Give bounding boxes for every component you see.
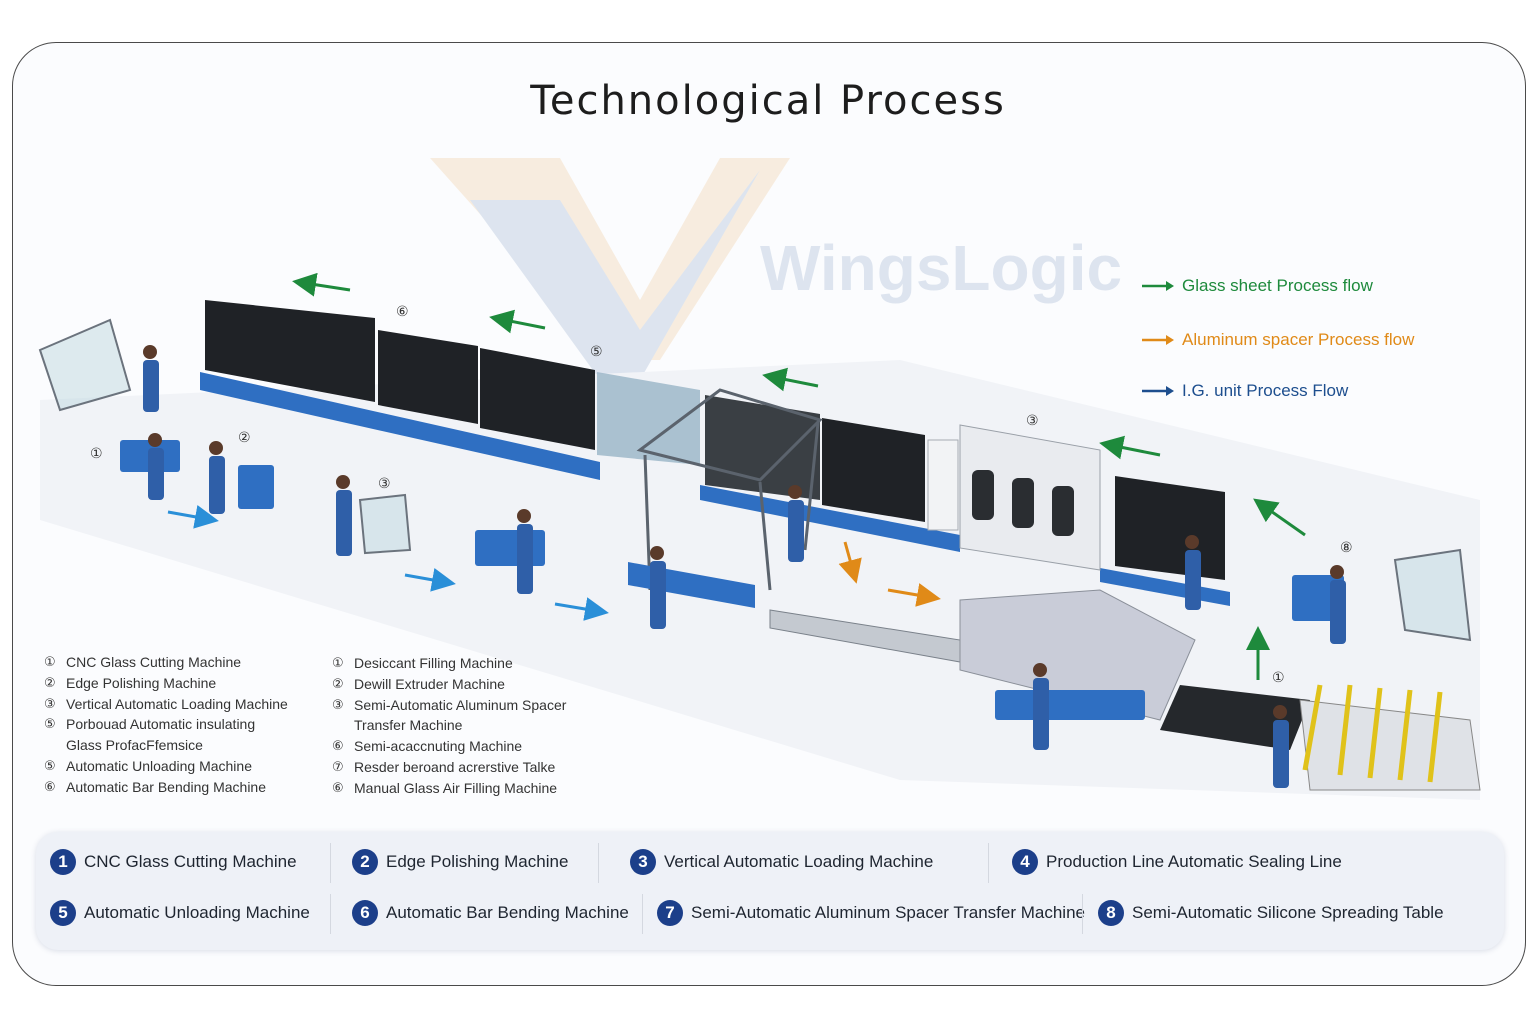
machine-item-2: 2 Edge Polishing Machine: [352, 849, 568, 875]
machine-label: Semi-Automatic Silicone Spreading Table: [1132, 903, 1444, 922]
worker: [517, 509, 533, 594]
worker: [148, 433, 164, 500]
flow-arrows: [167, 272, 1306, 680]
number-badge: 5: [50, 900, 76, 926]
glass-flow-arrow: [292, 272, 351, 297]
press-machine: [927, 424, 1101, 571]
workers: [143, 345, 1346, 788]
divider: [330, 843, 331, 883]
machine-label: Production Line Automatic Sealing Line: [1046, 852, 1342, 871]
page-title: Technological Process: [530, 78, 1006, 124]
machine-label: CNC Glass Cutting Machine: [84, 852, 297, 871]
number-badge: 7: [657, 900, 683, 926]
spacer-flow-arrow: [167, 505, 219, 529]
worker: [1033, 663, 1049, 750]
worker: [209, 441, 225, 514]
number-badge: 3: [630, 849, 656, 875]
machine-item-6: 6 Automatic Bar Bending Machine: [352, 900, 629, 926]
spacer-flow-arrow: [404, 568, 456, 592]
worker: [1273, 705, 1289, 788]
legend-label: I.G. unit Process Flow: [1182, 381, 1349, 400]
divider: [642, 894, 643, 934]
number-badge: 4: [1012, 849, 1038, 875]
spacer-flow-arrow: [554, 597, 609, 621]
machine-item-5: 5 Automatic Unloading Machine: [50, 900, 310, 926]
scene-label: ⑥: [396, 304, 409, 320]
gantry-frame: [636, 388, 823, 591]
caption-row: Transfer Machine: [354, 717, 463, 734]
orange-arrow-icon: [1142, 335, 1174, 345]
divider: [1082, 894, 1083, 934]
green-arrow-icon: [1142, 281, 1174, 291]
scene-label: ①: [1272, 670, 1285, 686]
legend-aluminum-flow: Aluminum spacer Process flow: [1140, 330, 1414, 350]
scene-label: ③: [1026, 413, 1039, 429]
worker: [143, 345, 159, 412]
scene-label: ①: [90, 446, 103, 462]
divider: [598, 843, 599, 883]
machine-item-4: 4 Production Line Automatic Sealing Line: [1012, 849, 1342, 875]
aluminum-flow-arrow: [887, 583, 941, 607]
worker: [1185, 535, 1201, 610]
legend-ig-flow: I.G. unit Process Flow: [1140, 381, 1348, 401]
watermark-text: WingsLogic: [760, 232, 1122, 304]
machine-label: Semi-Automatic Aluminum Spacer Transfer …: [691, 903, 1085, 922]
worker: [336, 475, 352, 556]
silicone-table: [1299, 684, 1481, 791]
scene-label: ③: [378, 476, 391, 492]
aluminum-flow-arrow: [838, 541, 862, 584]
number-badge: 2: [352, 849, 378, 875]
watermark-logo: WingsLogic: [430, 158, 1122, 380]
worker: [650, 546, 666, 629]
machine-item-8: 8 Semi-Automatic Silicone Spreading Table: [1098, 900, 1444, 926]
number-badge: 8: [1098, 900, 1124, 926]
machine-item-7: 7 Semi-Automatic Aluminum Spacer Transfer…: [657, 900, 1085, 926]
legend-glass-flow: Glass sheet Process flow: [1140, 276, 1373, 296]
machine-label: Vertical Automatic Loading Machine: [664, 852, 934, 871]
number-badge: 1: [50, 849, 76, 875]
machine-label: Automatic Unloading Machine: [84, 903, 310, 922]
worker: [788, 485, 804, 562]
legend-label: Glass sheet Process flow: [1182, 276, 1373, 295]
legend-label: Aluminum spacer Process flow: [1182, 330, 1415, 349]
machine-legend-bar: [36, 832, 1504, 950]
machine-item-3: 3 Vertical Automatic Loading Machine: [630, 849, 933, 875]
caption-row: Glass ProfacFfemsice: [66, 737, 203, 754]
glass-racks: [38, 318, 1472, 642]
machine-label: Automatic Bar Bending Machine: [386, 903, 629, 922]
glass-flow-arrow: [1099, 435, 1161, 460]
scene-label: ⑤: [590, 344, 603, 360]
machine-item-1: 1 CNC Glass Cutting Machine: [50, 849, 297, 875]
spacer-conveyor: [769, 589, 1310, 750]
scene-label: ⑧: [1340, 540, 1353, 556]
machine-label: Edge Polishing Machine: [386, 852, 569, 871]
divider: [988, 843, 989, 883]
number-badge: 6: [352, 900, 378, 926]
blue-arrow-icon: [1142, 386, 1174, 396]
scene-label: ②: [238, 430, 251, 446]
glass-flow-arrow: [1253, 498, 1306, 537]
glass-flow-arrow: [489, 309, 546, 334]
divider: [330, 894, 331, 934]
worker: [1330, 565, 1346, 644]
glass-flow-arrow: [762, 367, 819, 392]
